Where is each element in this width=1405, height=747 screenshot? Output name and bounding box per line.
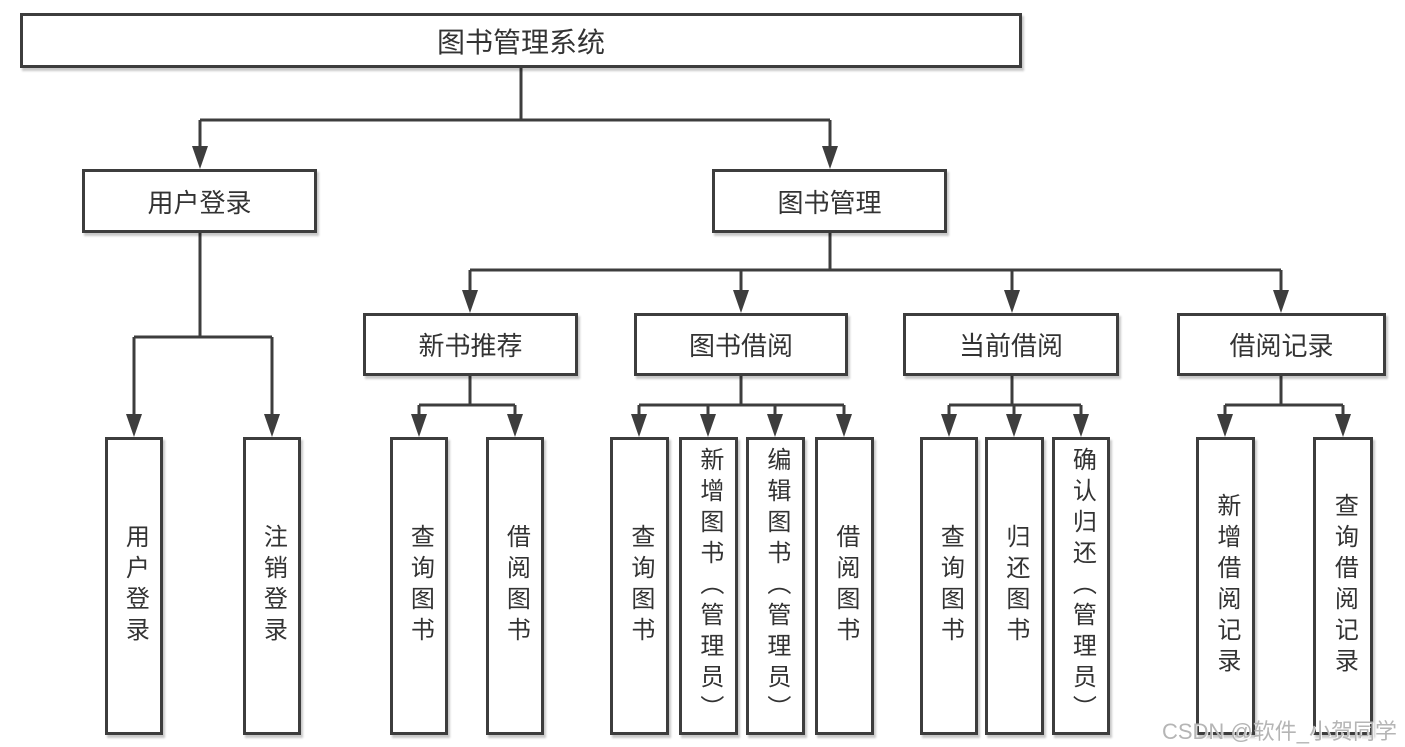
leaf-label: 查询借阅记录 [1330,493,1358,679]
node-logout: 注销登录 [243,437,301,735]
node-borrowing-records: 借阅记录 [1177,313,1386,376]
node-library-system: 图书管理系统 [20,13,1022,68]
node-user-login-branch: 用户登录 [82,169,317,233]
leaf-label: 新增图书（管理员） [695,446,723,726]
leaf-label: 查询图书 [406,524,434,648]
leaf-label: 借阅图书 [831,524,859,648]
node-return-book: 归还图书 [985,437,1044,735]
node-query-books-borrowing: 查询图书 [610,437,669,735]
node-query-books-current: 查询图书 [920,437,978,735]
node-borrow-books-recommend: 借阅图书 [486,437,544,735]
leaf-label: 查询图书 [936,524,964,648]
node-book-borrowing: 图书借阅 [634,313,848,376]
node-borrow-books: 借阅图书 [815,437,874,735]
csdn-watermark: CSDN @软件_小贺同学 [1161,719,1397,744]
node-user-login: 用户登录 [105,437,163,735]
leaf-label: 借阅图书 [502,524,530,648]
arrowheads [126,146,1351,437]
node-current-borrowing: 当前借阅 [903,313,1119,376]
node-confirm-return-admin: 确认归还（管理员） [1052,437,1110,735]
leaf-label: 新增借阅记录 [1212,493,1240,679]
leaf-label: 查询图书 [626,524,654,648]
leaf-label: 确认归还（管理员） [1068,446,1096,726]
node-add-book-admin: 新增图书（管理员） [679,437,738,735]
leaf-label: 编辑图书（管理员） [762,446,790,726]
node-query-borrow-record: 查询借阅记录 [1313,437,1373,735]
leaf-label: 注销登录 [259,524,287,648]
leaf-label: 用户登录 [121,524,149,648]
node-new-book-recommend: 新书推荐 [363,313,578,376]
leaf-label: 归还图书 [1001,524,1029,648]
node-add-borrow-record: 新增借阅记录 [1196,437,1255,735]
node-edit-book-admin: 编辑图书（管理员） [746,437,805,735]
node-query-books-recommend: 查询图书 [390,437,448,735]
node-book-management-branch: 图书管理 [712,169,947,233]
